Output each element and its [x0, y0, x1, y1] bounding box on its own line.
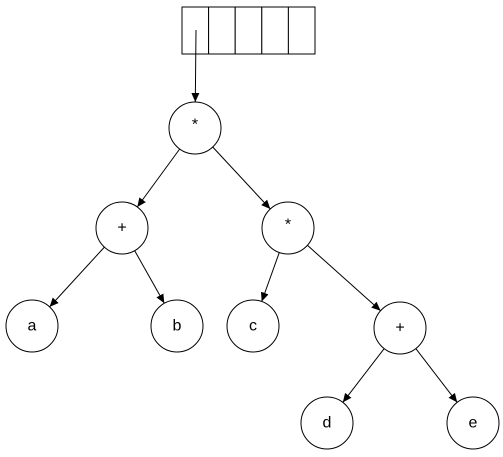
edge-plus2-to-d — [342, 348, 385, 403]
node-label: a — [28, 318, 37, 335]
edge-mul2-to-plus2 — [307, 244, 381, 312]
tree-node-mul2: * — [261, 201, 315, 255]
node-label: + — [117, 220, 126, 237]
tree-nodes: * + * a b c + d e — [5, 101, 500, 450]
node-circle — [168, 101, 222, 155]
tree-node-root: * — [168, 101, 222, 155]
edge-plus1-to-a — [49, 246, 105, 308]
array-cell-3 — [234, 6, 263, 55]
node-circle — [150, 299, 204, 353]
tree-node-a: a — [5, 299, 59, 353]
edge-array-to-root — [191, 29, 200, 103]
node-label: d — [323, 415, 332, 432]
node-circle — [300, 396, 354, 450]
node-circle — [5, 299, 59, 353]
node-circle — [373, 301, 427, 355]
node-circle — [226, 299, 280, 353]
pointer-array — [181, 6, 316, 55]
node-circle — [446, 396, 500, 450]
tree-node-e: e — [446, 396, 500, 450]
array-cell-2 — [208, 6, 236, 55]
edge-plus2-to-e — [415, 348, 458, 403]
node-label: b — [173, 318, 182, 335]
node-label: e — [469, 415, 478, 432]
node-label: c — [249, 318, 257, 335]
node-circle — [261, 201, 315, 255]
array-cell-1 — [181, 6, 210, 55]
edge-root-to-plus1 — [136, 148, 181, 208]
tree-node-plus2: + — [373, 301, 427, 355]
array-cell-4 — [261, 6, 289, 55]
array-cell-5 — [287, 6, 316, 55]
tree-node-c: c — [226, 299, 280, 353]
node-label: * — [192, 117, 198, 134]
node-label: + — [395, 320, 404, 337]
tree-node-d: d — [300, 396, 354, 450]
edge-mul2-to-c — [260, 252, 280, 302]
tree-edges — [49, 29, 458, 403]
tree-node-plus1: + — [95, 201, 149, 255]
edge-root-to-mul2 — [212, 146, 271, 210]
node-circle — [95, 201, 149, 255]
tree-node-b: b — [150, 299, 204, 353]
edge-plus1-to-b — [134, 250, 165, 304]
node-label: * — [285, 217, 291, 234]
